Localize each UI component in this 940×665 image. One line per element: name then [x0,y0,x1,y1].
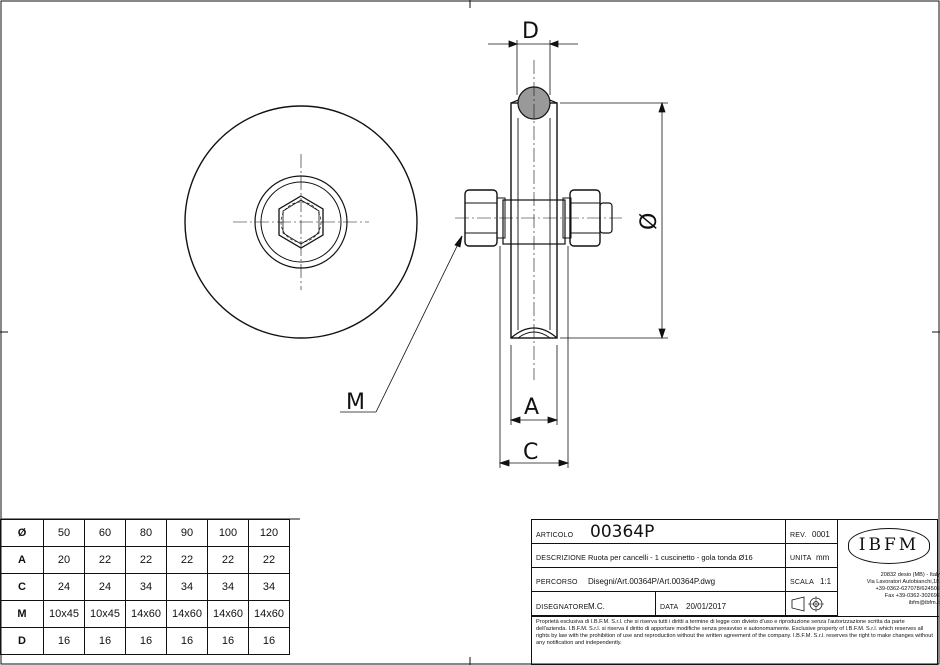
table-cell: 50 [43,519,85,547]
scala-value: 1:1 [820,577,832,586]
company-address: 20832 desio (MB) - Italy Via Lavoratori … [836,572,940,607]
descrizione-cell: DESCRIZIONE Ruota per cancelli - 1 cusci… [532,544,786,568]
rev-label: REV. [790,532,807,539]
table-cell: 34 [125,573,167,601]
dim-label-A: A [524,395,539,420]
table-cell: 22 [248,546,290,574]
table-cell: 16 [84,627,126,655]
ibfm-logo: IBFM [848,528,930,564]
table-cell: 14x60 [125,600,167,628]
table-cell: 24 [43,573,85,601]
table-row: A 20 22 22 22 22 22 [0,546,290,574]
disegnatore-value: M.C. [588,602,605,611]
unita-label: UNITA [790,555,812,562]
address-line: 20832 desio (MB) - Italy [880,572,940,578]
table-cell: 60 [84,519,126,547]
table-row: D 16 16 16 16 16 16 [0,627,290,655]
descrizione-label: DESCRIZIONE [536,555,587,562]
projection-symbol-icon [791,596,824,612]
table-cell: C [0,573,44,601]
table-cell: 14x60 [166,600,208,628]
dim-label-diameter: Ø [637,213,662,230]
table-cell: D [0,627,44,655]
table-cell: 14x60 [248,600,290,628]
table-cell: 120 [248,519,290,547]
data-value: 20/01/2017 [686,602,727,611]
table-cell: 16 [207,627,249,655]
address-line: +39-0362-627078/624502 [875,586,940,592]
table-cell: 24 [84,573,126,601]
table-cell: 22 [125,546,167,574]
dim-label-D: D [522,19,539,44]
percorso-label: PERCORSO [536,579,578,586]
table-cell: 22 [166,546,208,574]
address-line: ibfm@ibfm.it [908,600,940,606]
articolo-cell: ARTICOLO 00364P [532,520,786,544]
table-cell: 10x45 [84,600,126,628]
table-cell: 16 [125,627,167,655]
table-cell: 20 [43,546,85,574]
table-cell: 22 [207,546,249,574]
table-cell: 90 [166,519,208,547]
articolo-value: 00364P [590,522,655,542]
dim-label-M: M [346,390,365,415]
percorso-cell: PERCORSO Disegni/Art.00364P/Art.00364P.d… [532,568,786,592]
dimension-lines [340,40,668,468]
table-cell: 10x45 [43,600,85,628]
table-cell: 34 [248,573,290,601]
legal-notice: Proprietà esclusiva di I.B.F.M. S.r.l. c… [536,619,933,646]
table-cell: A [0,546,44,574]
disegnatore-label: DISEGNATORE [536,604,589,611]
address-line: Fax +39-0362-302692 [884,593,940,599]
data-cell: DATA 20/01/2017 [656,592,786,616]
table-row: Ø 50 60 80 90 100 120 [0,519,290,547]
address-line: Via Lavoratori Autobianchi,1B [866,579,940,585]
rev-cell: REV. 0001 [786,520,838,544]
rev-value: 0001 [812,530,830,539]
table-row: M 10x45 10x45 14x60 14x60 14x60 14x60 [0,600,290,628]
table-cell: 80 [125,519,167,547]
table-cell: 34 [166,573,208,601]
descrizione-value: Ruota per cancelli - 1 cuscinetto - gola… [588,553,753,562]
table-row: C 24 24 34 34 34 34 [0,573,290,601]
percorso-value: Disegni/Art.00364P/Art.00364P.dwg [588,577,716,586]
wheel-front-view [184,105,418,339]
dim-label-C: C [523,440,538,465]
scala-label: SCALA [790,579,814,586]
wheel-side-view [455,60,622,380]
unita-value: mm [816,553,830,562]
articolo-label: ARTICOLO [536,532,574,539]
title-block: ARTICOLO 00364P REV. 0001 DESCRIZIONE Ru… [531,519,940,665]
scala-cell: SCALA 1:1 [786,568,838,592]
table-cell: 16 [248,627,290,655]
table-cell: 34 [207,573,249,601]
table-cell: 16 [166,627,208,655]
table-cell: 100 [207,519,249,547]
dimensions-table: Ø 50 60 80 90 100 120 A 20 22 22 22 22 2… [0,519,290,655]
projection-cell [786,592,838,616]
table-cell: M [0,600,44,628]
unita-cell: UNITA mm [786,544,838,568]
table-cell: 16 [43,627,85,655]
table-cell: 14x60 [207,600,249,628]
data-label: DATA [660,604,679,611]
table-cell: Ø [0,519,44,547]
table-cell: 22 [84,546,126,574]
disegnatore-cell: DISEGNATORE M.C. [532,592,656,616]
